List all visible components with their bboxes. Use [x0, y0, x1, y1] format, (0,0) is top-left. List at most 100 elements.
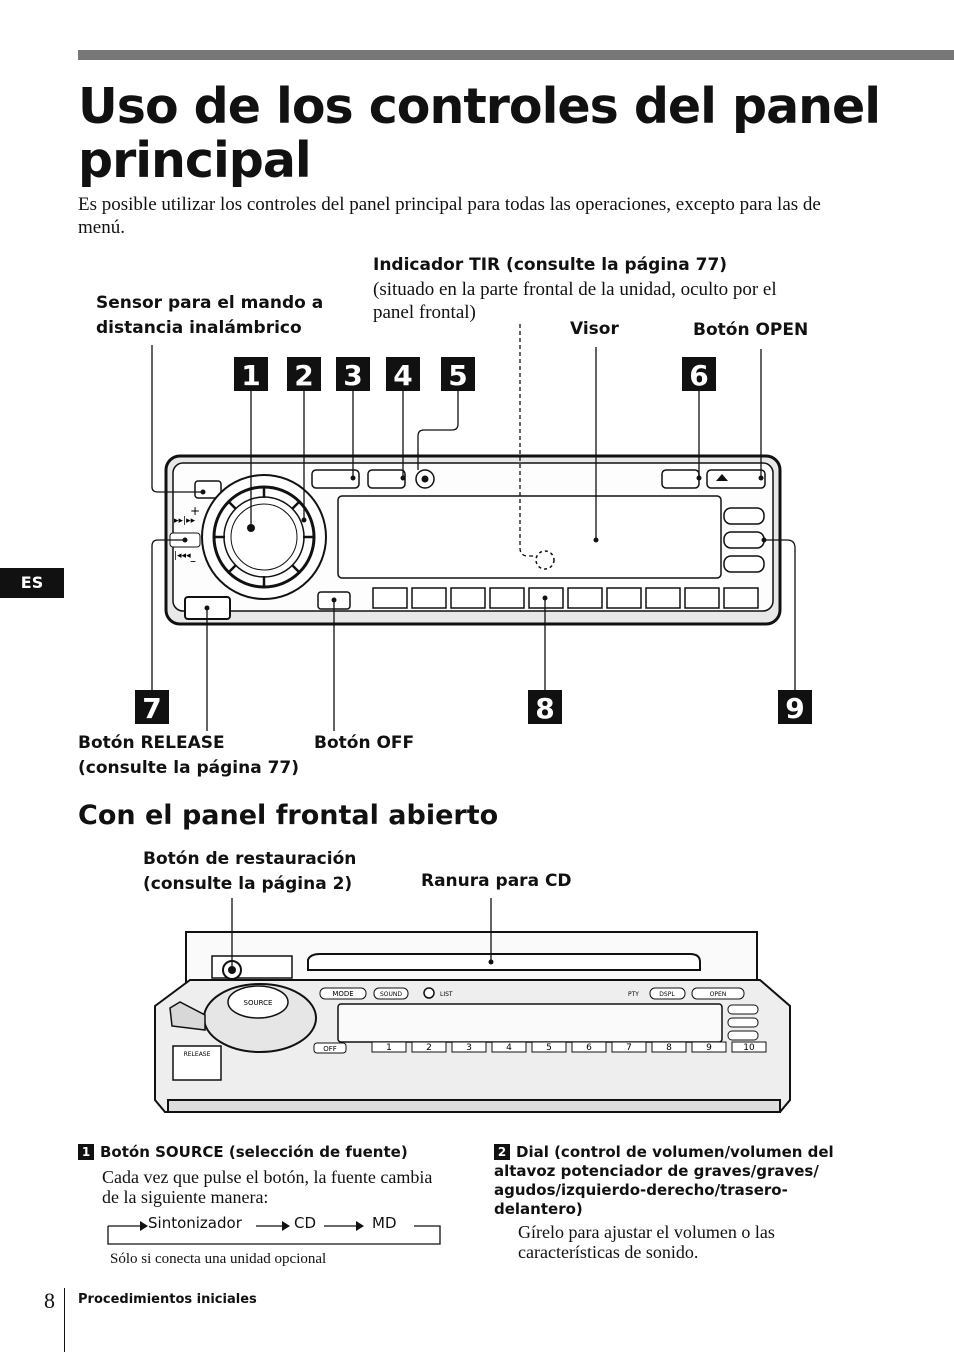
- callout-8: 8: [535, 692, 554, 725]
- preset-button[interactable]: [684, 587, 720, 609]
- footer-divider: [64, 1288, 65, 1352]
- volume-dial[interactable]: [201, 474, 327, 600]
- callout-box-5: [441, 357, 475, 391]
- label-slot: Ranura para CD: [421, 871, 572, 891]
- preset-label-7: 7: [626, 1043, 632, 1053]
- preset-button[interactable]: [411, 587, 447, 609]
- label-tir: Indicador TIR (consulte la página 77) (s…: [373, 253, 813, 324]
- sound-label: SOUND: [380, 991, 402, 998]
- side-button-up[interactable]: [723, 507, 765, 525]
- callout-7: 7: [142, 692, 161, 725]
- item-2-title: Dial (control de volumen/volumen del alt…: [494, 1143, 834, 1218]
- sound-button[interactable]: [367, 469, 406, 489]
- item-2-number: 2: [494, 1144, 510, 1160]
- leader-lines-2: [231, 898, 492, 970]
- preset-button[interactable]: [372, 587, 408, 609]
- item-1-title: Botón SOURCE (selección de fuente): [100, 1143, 408, 1161]
- callout-2: 2: [294, 359, 313, 392]
- callout-5: 5: [448, 359, 467, 392]
- preset-label-8: 8: [666, 1043, 672, 1053]
- language-tab: ES: [0, 568, 64, 598]
- preset-label-10: 10: [743, 1043, 755, 1053]
- preset-label-5: 5: [546, 1043, 552, 1053]
- mode-button[interactable]: [311, 469, 360, 489]
- eject-icon: [716, 474, 728, 481]
- seek-forward-icon: ▸▸|▸▸: [174, 516, 196, 526]
- preset-buttons: [372, 587, 759, 609]
- preset-button[interactable]: [450, 587, 486, 609]
- callout-box-2: [287, 357, 321, 391]
- preset-button[interactable]: [567, 587, 603, 609]
- callout-boxes: [135, 357, 812, 724]
- preset-label-4: 4: [506, 1043, 512, 1053]
- label-tir-note: (situado en la parte frontal de la unida…: [373, 279, 777, 323]
- label-reset: Botón de restauración (consulte la págin…: [143, 849, 357, 894]
- intro-text: Es posible utilizar los controles del pa…: [78, 194, 821, 238]
- callout-4: 4: [393, 359, 412, 392]
- tir-indicator: [535, 550, 555, 570]
- dspl-button[interactable]: [661, 469, 700, 489]
- page-number: 8: [44, 1288, 55, 1313]
- item-1-footnote: Sólo si conecta una unidad opcional: [110, 1251, 327, 1267]
- callout-box-6: [682, 357, 716, 391]
- faceplate-diagram: 1 2 3 4 5 6 7 8 9: [135, 324, 812, 731]
- source-flow: Sintonizador CD MD: [106, 1212, 444, 1246]
- callout-box-4: [386, 357, 420, 391]
- label-visor: Visor: [570, 319, 619, 339]
- item-1-number: 1: [78, 1144, 94, 1160]
- side-button-mid[interactable]: [723, 531, 765, 549]
- flow-step-tuner: Sintonizador: [148, 1214, 242, 1232]
- callout-6: 6: [689, 359, 708, 392]
- preset-button[interactable]: [645, 587, 681, 609]
- side-button-down[interactable]: [723, 555, 765, 573]
- flow-step-md: MD: [372, 1214, 397, 1232]
- item-2-body: Gírelo para ajustar el volumen o las car…: [518, 1222, 775, 1262]
- open-label: OPEN: [710, 991, 727, 998]
- top-rule: [78, 50, 954, 60]
- pty-label: PTY: [628, 991, 639, 998]
- preset-label-2: 2: [426, 1043, 432, 1053]
- preset-label-3: 3: [466, 1043, 472, 1053]
- preset-button[interactable]: [723, 587, 759, 609]
- open-panel-diagram: SOURCE MODE SOUND LIST PTY DSPL OPEN OFF…: [154, 898, 791, 1113]
- subsection-title: Con el panel frontal abierto: [78, 800, 499, 831]
- preset-button[interactable]: [606, 587, 642, 609]
- label-sensor: Sensor para el mando a distancia inalámb…: [96, 293, 324, 338]
- label-open: Botón OPEN: [693, 320, 809, 340]
- source-label: SOURCE: [244, 999, 273, 1007]
- callout-9: 9: [785, 692, 804, 725]
- open-button[interactable]: [706, 469, 766, 489]
- callout-3: 3: [343, 359, 362, 392]
- footer-section: Procedimientos iniciales: [78, 1292, 257, 1307]
- dial-plus-mark: +: [190, 504, 200, 518]
- leader-lines: [151, 324, 796, 731]
- callout-1: 1: [241, 359, 260, 392]
- display-window: [337, 495, 722, 579]
- preset-label-1: 1: [386, 1043, 392, 1053]
- mode-label: MODE: [332, 990, 353, 998]
- flow-step-cd: CD: [294, 1214, 317, 1232]
- off-label: OFF: [323, 1045, 337, 1053]
- source-dial[interactable]: SOURCE: [203, 983, 317, 1053]
- list-label: LIST: [440, 991, 453, 998]
- callout-box-7: [135, 690, 169, 724]
- preset-row: [371, 1041, 767, 1053]
- item-1: 1 Botón SOURCE (selección de fuente) Cada…: [78, 1143, 448, 1207]
- callout-box-1: [234, 357, 268, 391]
- release-label: RELEASE: [184, 1051, 211, 1058]
- page-title: Uso de los controles del panel principal: [78, 78, 881, 189]
- callout-box-3: [336, 357, 370, 391]
- preset-button[interactable]: [489, 587, 525, 609]
- item-1-body: Cada vez que pulse el botón, la fuente c…: [102, 1167, 433, 1207]
- seek-back-icon: |◂◂◂: [174, 551, 191, 561]
- source-flow-lines: [107, 1221, 441, 1245]
- dspl-label: DSPL: [659, 991, 675, 998]
- preset-label-6: 6: [586, 1043, 592, 1053]
- label-release: Botón RELEASE (consulte la página 77): [78, 733, 300, 778]
- label-off: Botón OFF: [314, 733, 415, 753]
- cd-slot: [307, 953, 701, 971]
- preset-label-9: 9: [706, 1043, 712, 1053]
- callout-box-8: [528, 690, 562, 724]
- dial-minus-mark: –: [190, 554, 196, 568]
